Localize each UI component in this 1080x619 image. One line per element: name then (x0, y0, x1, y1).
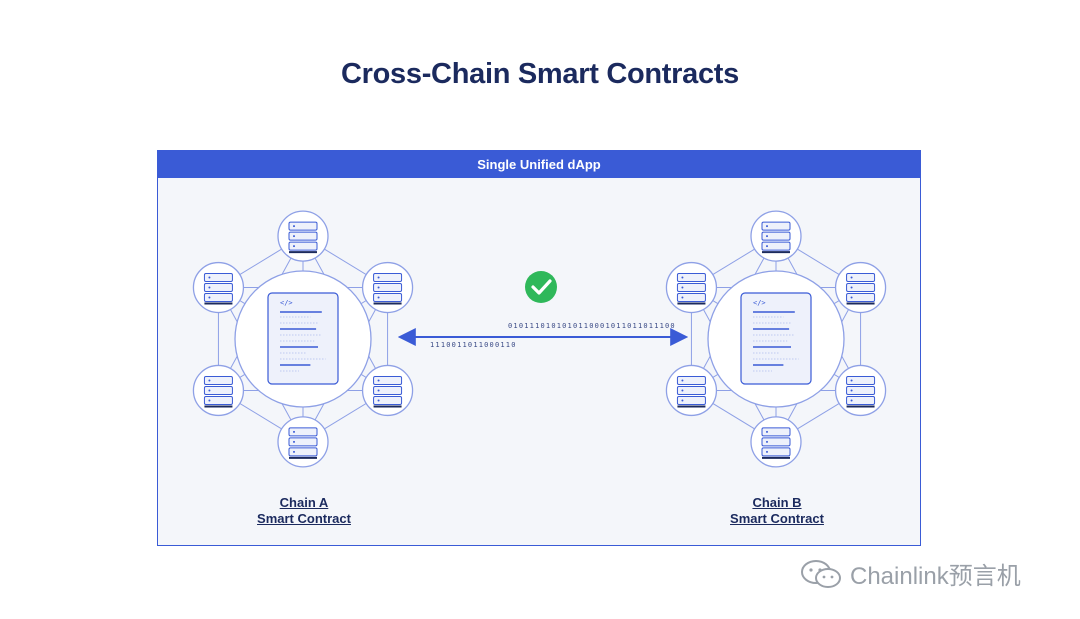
server-node (834, 364, 887, 417)
svg-text:</>: </> (280, 299, 293, 307)
chain-a-name: Chain A (279, 495, 329, 510)
server-node (750, 416, 802, 468)
chain-b-name: Chain B (752, 495, 802, 510)
server-node (361, 364, 414, 417)
server-node (277, 416, 329, 468)
chain-b-label: Chain B Smart Contract (697, 495, 857, 527)
chain-b-network: </> (665, 210, 887, 468)
wechat-icon (801, 559, 841, 588)
svg-text:</>: </> (753, 299, 766, 307)
binary-message-bottom: 1110011011000110 (430, 341, 517, 349)
chain-a-label: Chain A Smart Contract (224, 495, 384, 527)
page-title: Cross-Chain Smart Contracts (341, 58, 739, 90)
server-node (277, 210, 329, 262)
server-node (192, 364, 245, 417)
server-node (665, 261, 718, 314)
chain-b-type: Smart Contract (730, 511, 824, 526)
binary-message-top: 0101110101010110001011011011100 (508, 322, 676, 330)
server-node (192, 261, 245, 314)
contract-document-icon: </> (740, 292, 812, 385)
server-node (750, 210, 802, 262)
contract-document-icon: </> (267, 292, 339, 385)
chain-a-type: Smart Contract (257, 511, 351, 526)
server-node (361, 261, 414, 314)
server-node (665, 364, 718, 417)
frame-header: Single Unified dApp (158, 151, 920, 178)
server-node (834, 261, 887, 314)
watermark: Chainlink预言机 (800, 556, 1021, 591)
chain-a-network: </> (192, 210, 414, 468)
watermark-text: Chainlink预言机 (850, 563, 1021, 590)
check-icon (525, 271, 557, 303)
